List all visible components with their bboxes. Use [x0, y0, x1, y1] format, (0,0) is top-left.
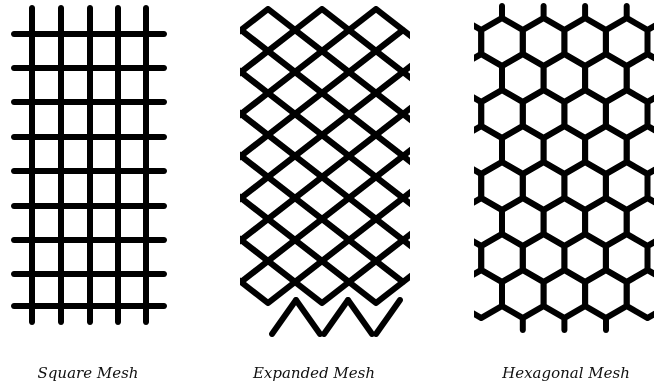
expanded-mesh-cell [346, 174, 406, 222]
expanded-mesh-cell [240, 153, 271, 201]
hexagonal-mesh-cell [644, 238, 654, 278]
expanded-mesh-cell [240, 111, 271, 159]
expanded-mesh-cell [373, 153, 410, 201]
expanded-mesh-cell [265, 153, 325, 201]
expanded-mesh-cell [373, 237, 410, 285]
expanded-mesh-cell [292, 48, 352, 96]
hexagonal-mesh-illustration [474, 3, 654, 333]
expanded-mesh-cell [319, 153, 379, 201]
expanded-mesh-cell [346, 90, 406, 138]
expanded-mesh-cell [240, 90, 298, 138]
hexagonal-mesh-cell [644, 166, 654, 206]
expanded-mesh-cell [319, 27, 379, 75]
square-mesh-panel [0, 0, 200, 392]
expanded-mesh-cell [292, 258, 352, 306]
expanded-mesh-cell [240, 69, 271, 117]
expanded-mesh-bottom-strand [373, 297, 403, 337]
expanded-mesh-cell [240, 216, 298, 264]
expanded-mesh-cell [240, 6, 298, 54]
expanded-mesh-cell [265, 237, 325, 285]
expanded-mesh-caption: Expanded Mesh [252, 364, 376, 382]
expanded-mesh-cell [346, 132, 406, 180]
hexagonal-mesh-panel [460, 0, 656, 392]
expanded-mesh-cell [319, 237, 379, 285]
expanded-mesh-cell [240, 237, 271, 285]
expanded-mesh-cell [373, 27, 410, 75]
hexagonal-mesh-cell [582, 267, 630, 321]
expanded-mesh-cell [373, 195, 410, 243]
expanded-mesh-bottom-strand [345, 297, 375, 337]
expanded-mesh-cell [346, 6, 406, 54]
hexagonal-mesh-caption: Hexagonal Mesh [502, 364, 630, 382]
square-mesh-illustration [11, 5, 167, 325]
expanded-mesh-cell [292, 216, 352, 264]
hexagonal-mesh-cell [540, 267, 589, 321]
expanded-mesh-cell [292, 174, 352, 222]
expanded-mesh-cell [319, 111, 379, 159]
hexagonal-mesh-cell [499, 267, 547, 321]
square-mesh-caption: Square Mesh [37, 364, 139, 382]
expanded-mesh-cell [240, 195, 271, 243]
expanded-mesh-cell [373, 69, 410, 117]
expanded-mesh-cell [265, 27, 325, 75]
expanded-mesh-cell [240, 132, 298, 180]
expanded-mesh-cell [292, 6, 352, 54]
expanded-mesh-cell [292, 90, 352, 138]
expanded-mesh-cell [240, 174, 298, 222]
expanded-mesh-bottom-strand [269, 297, 299, 337]
hexagonal-mesh-cell [474, 267, 505, 321]
expanded-mesh-illustration [240, 6, 410, 337]
hexagonal-mesh-cell [644, 22, 654, 62]
expanded-mesh-cell [265, 69, 325, 117]
expanded-mesh-bottom-strand [293, 297, 323, 337]
expanded-mesh-bottom-strand [321, 297, 351, 337]
expanded-mesh-cell [292, 132, 352, 180]
expanded-mesh-cell [240, 27, 271, 75]
expanded-mesh-cell [265, 111, 325, 159]
expanded-mesh-cell [346, 48, 406, 96]
expanded-mesh-cell [265, 195, 325, 243]
hex-clip-group [474, 15, 654, 321]
expanded-mesh-cell [240, 48, 298, 96]
hexagonal-mesh-cell [644, 94, 654, 134]
expanded-mesh-cell [346, 258, 406, 306]
expanded-mesh-cell [373, 111, 410, 159]
expanded-mesh-panel [220, 0, 420, 392]
expanded-mesh-cell [346, 216, 406, 264]
expanded-clip-group [240, 6, 410, 306]
hexagonal-mesh-cell [623, 267, 654, 321]
expanded-mesh-cell [319, 195, 379, 243]
expanded-mesh-cell [240, 258, 298, 306]
expanded-mesh-cell [319, 69, 379, 117]
